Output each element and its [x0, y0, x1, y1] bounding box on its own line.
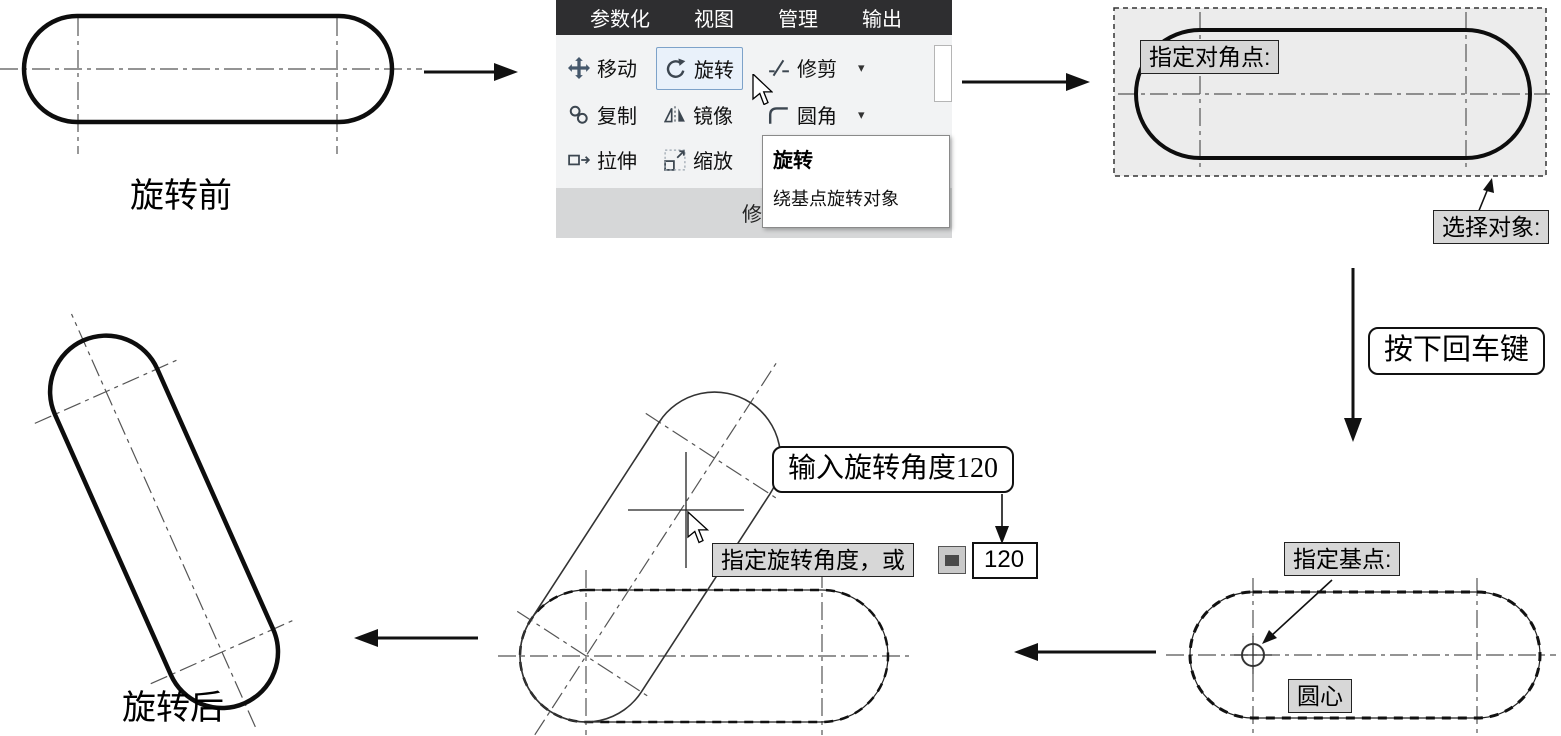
mirror-button-label: 镜像: [693, 106, 733, 128]
slot-shape-before: [21, 13, 395, 125]
copy-button-label: 复制: [597, 106, 637, 128]
caption-before: 旋转前: [130, 178, 232, 215]
tooltip-title: 旋转: [773, 150, 813, 172]
caption-after: 旋转后: [122, 690, 224, 727]
copy-button[interactable]: 复制: [560, 94, 645, 135]
angle-input[interactable]: 120: [972, 542, 1038, 579]
rotate-button-label: 旋转: [694, 60, 734, 82]
trim-button-label: 修剪: [797, 59, 837, 81]
fillet-button-label: 圆角: [797, 106, 837, 128]
select-objects-label: 选择对象:: [1433, 210, 1550, 245]
rotate-button[interactable]: 旋转: [656, 47, 743, 90]
copy-icon: [568, 104, 590, 126]
rotate-icon: [665, 58, 687, 80]
tooltip-desc: 绕基点旋转对象: [773, 189, 899, 209]
modify-panel-label: 修: [742, 204, 762, 226]
move-icon: [568, 56, 590, 79]
move-button-label: 移动: [597, 59, 637, 81]
scale-button-label: 缩放: [693, 151, 733, 173]
stretch-icon: [568, 149, 591, 171]
specify-base-label: 指定基点:: [1284, 542, 1401, 577]
fillet-button[interactable]: 圆角 ▾: [760, 94, 873, 135]
autocad-ribbon-screenshot: 参数化 视图 管理 输出 移动 旋转: [556, 0, 952, 238]
flow-arrow-right-1: [424, 63, 518, 81]
scale-icon: [664, 148, 686, 171]
scene-basepoint: [1166, 578, 1556, 733]
fillet-icon: [768, 104, 790, 126]
rotation-ghost: [516, 360, 782, 736]
selection-window: [1113, 7, 1547, 177]
flow-arrow-right-2: [962, 73, 1090, 91]
flow-arrow-left-1: [1014, 643, 1156, 661]
slot-shape-selected: [1134, 28, 1532, 160]
specify-corner-label: 指定对角点:: [1140, 40, 1280, 75]
trim-icon: [768, 57, 790, 79]
scene-before: [0, 13, 422, 154]
base-point-marker: [1234, 636, 1272, 674]
flow-arrow-down: [1344, 268, 1362, 442]
stretch-button-label: 拉伸: [597, 151, 637, 173]
enter-angle-label: 输入旋转角度120: [772, 446, 1015, 493]
slot-shape-basepoint: [1188, 590, 1542, 720]
ribbon-tab-output[interactable]: 输出: [862, 9, 902, 31]
mirror-icon: [663, 104, 686, 126]
ribbon-tab-view[interactable]: 视图: [694, 9, 734, 31]
slot-shape-rotating: [518, 588, 890, 724]
stretch-button[interactable]: 拉伸: [560, 139, 645, 180]
angle-prompt-label: 指定旋转角度，或: [712, 543, 914, 578]
dropdown-caret-icon[interactable]: ▾: [858, 59, 865, 75]
press-enter-label: 按下回车键: [1368, 327, 1546, 375]
crosshair-cursor-icon: [628, 452, 744, 568]
scene-after: [34, 313, 294, 728]
mouse-cursor-icon: [752, 74, 773, 105]
scene-angle-preview: [498, 360, 1009, 736]
flow-arrow-left-2: [354, 629, 478, 647]
move-button[interactable]: 移动: [560, 47, 645, 88]
dynamic-input-icon: [938, 546, 966, 574]
trim-button[interactable]: 修剪 ▾: [760, 47, 873, 88]
circle-center-label: 圆心: [1288, 679, 1352, 714]
ribbon-tab-bar: 参数化 视图 管理 输出: [556, 0, 952, 35]
ribbon-tab-parametric[interactable]: 参数化: [590, 9, 650, 31]
scale-button[interactable]: 缩放: [656, 139, 741, 180]
rotate-tooltip: 旋转 绕基点旋转对象: [762, 135, 950, 228]
slot-shape-after: [47, 333, 281, 711]
ribbon-tab-manage[interactable]: 管理: [778, 9, 818, 31]
partial-panel-box: [934, 45, 952, 102]
mirror-button[interactable]: 镜像: [656, 94, 741, 135]
scene-selection: [1113, 7, 1550, 214]
dropdown-caret-icon[interactable]: ▾: [858, 106, 865, 122]
